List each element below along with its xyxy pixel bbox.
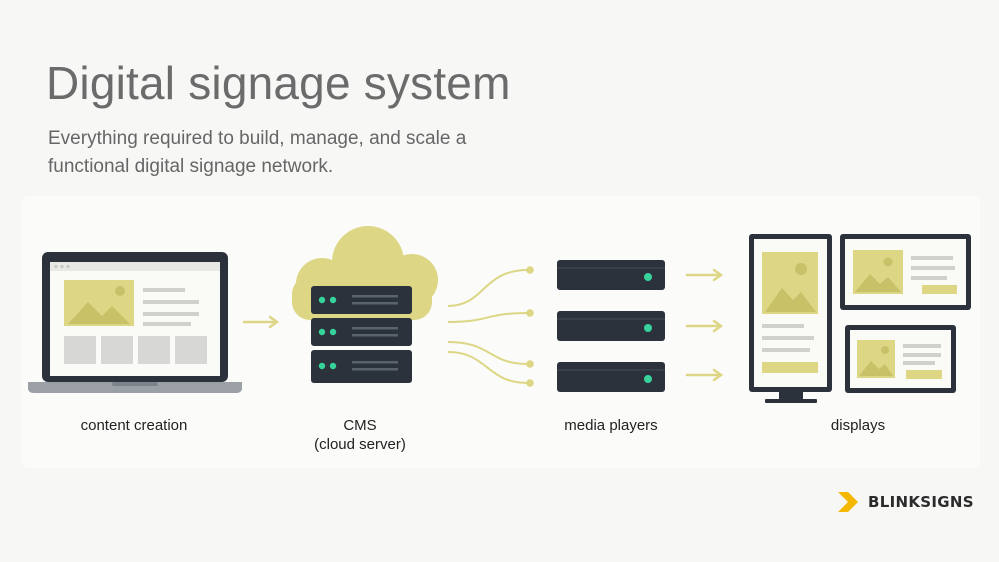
brand-name: BLINKSIGNS xyxy=(868,493,974,511)
portrait-display-icon xyxy=(749,234,832,403)
network-connections xyxy=(447,269,529,384)
media-player-icon xyxy=(557,311,665,341)
label-cms-line2: (cloud server) xyxy=(314,436,406,453)
label-media-players: media players xyxy=(564,417,658,434)
arrow-icon xyxy=(242,315,280,329)
page-subtitle: Everything required to build, manage, an… xyxy=(48,128,467,177)
label-cms: CMS (cloud server) xyxy=(300,416,420,454)
landscape-display-icon xyxy=(840,234,971,310)
landscape-display-icon xyxy=(845,325,956,393)
page-title: Digital signage system xyxy=(46,57,511,109)
cloud-server-icon xyxy=(292,226,438,383)
label-cms-line1: CMS xyxy=(343,417,377,434)
media-player-icon xyxy=(557,362,665,392)
chevron-logo-icon xyxy=(838,492,858,512)
label-displays: displays xyxy=(830,417,886,434)
laptop-icon xyxy=(28,252,242,393)
label-content-creation: content creation xyxy=(80,417,188,434)
media-player-icon xyxy=(557,260,665,290)
arrow-icon xyxy=(685,268,724,382)
connection-nodes xyxy=(526,266,534,387)
brand-logo: BLINKSIGNS xyxy=(836,488,974,516)
